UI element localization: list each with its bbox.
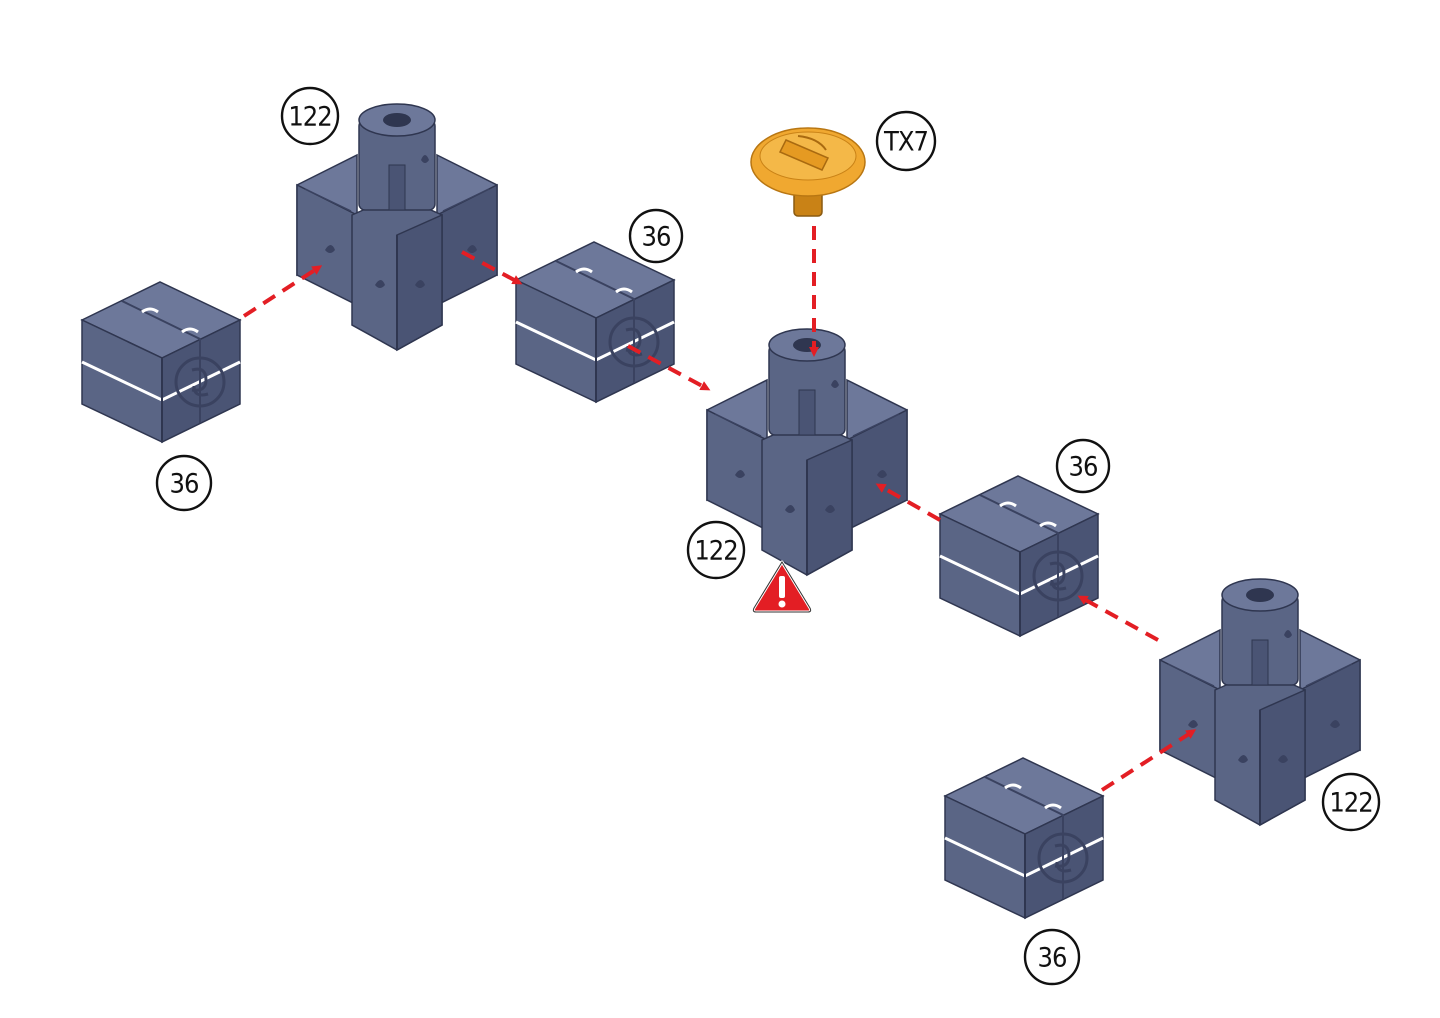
- callout: 36: [157, 456, 211, 510]
- callout-label: 122: [1329, 788, 1372, 819]
- callout-label: TX7: [883, 127, 928, 158]
- cross-connector-icon: [297, 104, 497, 350]
- callout: 36: [1057, 440, 1109, 492]
- cube-block-icon: [82, 282, 240, 442]
- callout-label: 36: [170, 469, 199, 500]
- callout-label: 122: [288, 102, 331, 133]
- callout: TX7: [877, 112, 935, 170]
- callout-label: 36: [1069, 452, 1098, 483]
- callout: 122: [1323, 774, 1379, 830]
- callout: 122: [282, 88, 338, 144]
- arrow: [244, 268, 318, 316]
- callout: 122: [688, 522, 744, 578]
- callout: 36: [1025, 930, 1079, 984]
- callout-label: 36: [1038, 943, 1067, 974]
- callout-label: 122: [694, 536, 737, 567]
- cube-block-icon: [516, 242, 674, 402]
- callout: 36: [630, 210, 682, 262]
- cube-block-icon: [940, 476, 1098, 636]
- callout-label: 36: [642, 222, 671, 253]
- cube-block-icon: [945, 758, 1103, 918]
- arrow: [1082, 598, 1158, 640]
- screw-icon: [751, 128, 865, 216]
